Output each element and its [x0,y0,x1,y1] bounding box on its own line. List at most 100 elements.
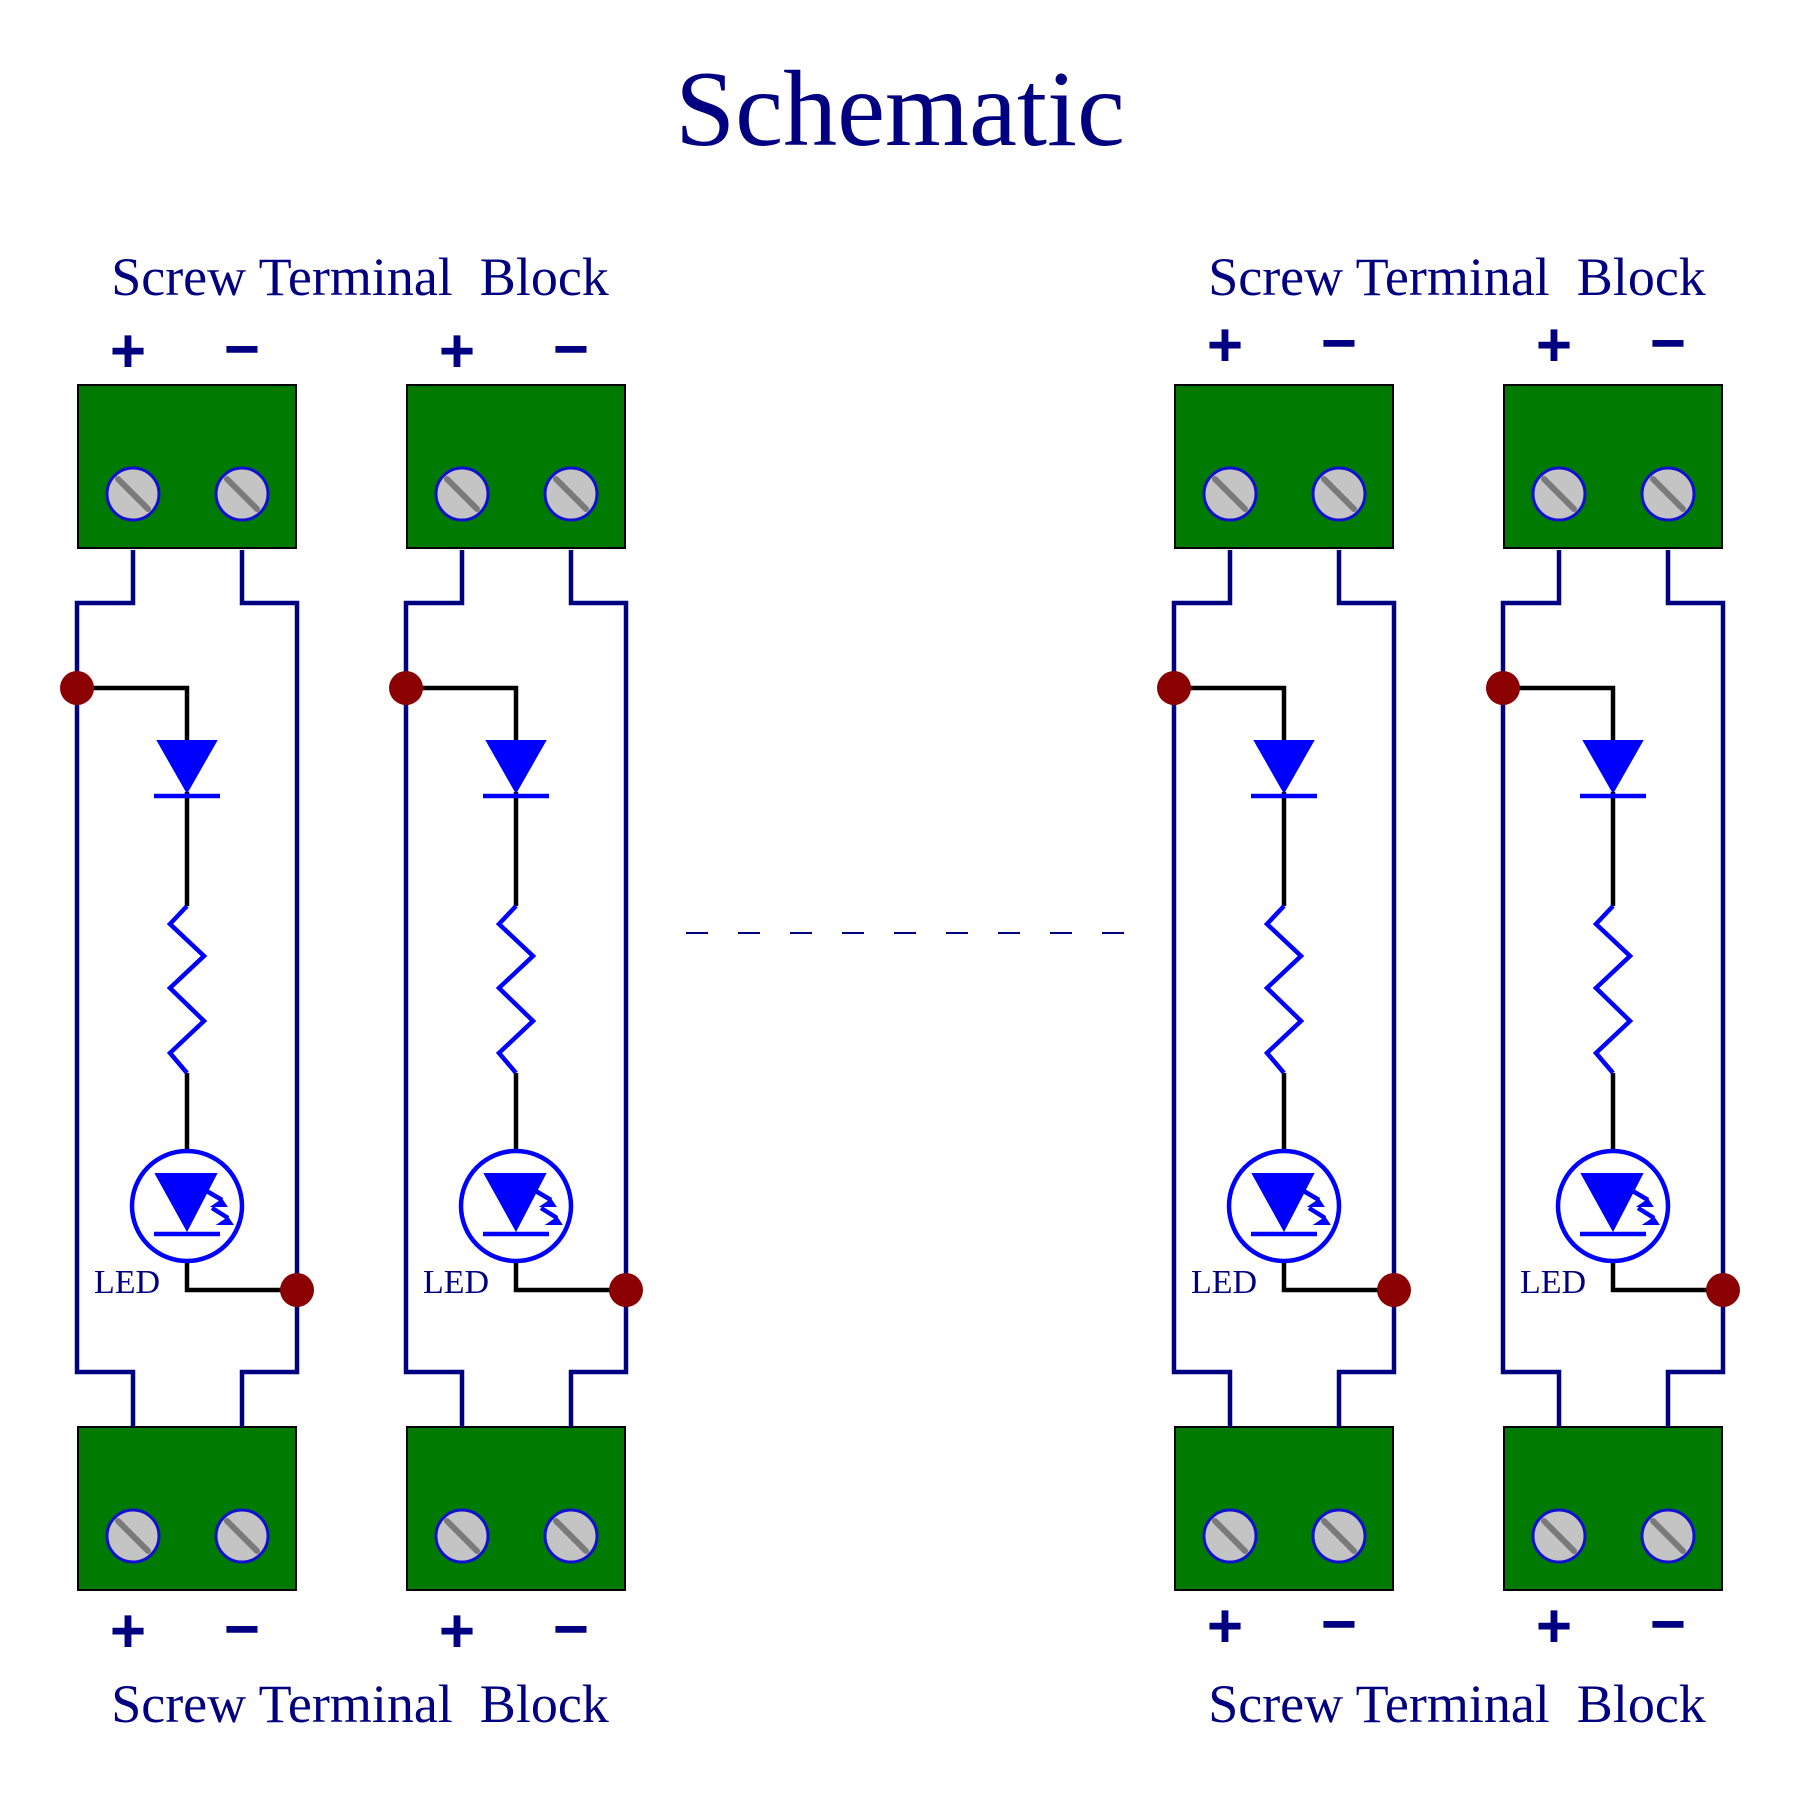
polarity-plus-top: + [110,317,146,386]
diode-icon [1253,740,1315,795]
led-arrow-head-2 [1312,1216,1331,1225]
positive-rail [403,550,465,1427]
polarity-plus-top: + [439,317,475,386]
circuit-units: +−+−LED+−+−LED+−+−LED+−+−LED [60,309,1740,1666]
screw-minus-bottom-slot [224,1518,260,1554]
polarity-plus-bottom: + [1207,1592,1243,1661]
screw-terminal-block-bottom [1174,1426,1394,1591]
led-arrow-1 [532,1188,553,1202]
led-arrow-2 [539,1206,559,1220]
diode-icon [485,740,547,795]
negative-rail [239,550,300,1427]
led-triangle [483,1173,547,1233]
branch-wire-top [406,685,519,741]
branch-wire-top [1174,685,1287,741]
label-top-right: Screw Terminal Block [1208,247,1706,307]
screw-minus-top-slot [1321,476,1357,512]
polarity-plus-top: + [1536,311,1572,380]
junction-dot-negative [609,1273,643,1307]
led-label: LED [423,1264,489,1301]
branch-wire-bottom [1281,1260,1394,1293]
screw-plus-top-slot [444,476,480,512]
branch-wire-bottom [513,1260,626,1293]
resistor-icon [1592,904,1634,1075]
screw-minus-top-slot [1650,476,1686,512]
branch-wire-bottom [184,1260,297,1293]
screw-plus-bottom-slot [1212,1518,1248,1554]
led-label: LED [94,1264,160,1301]
negative-rail [1336,550,1397,1427]
led-label: LED [1191,1264,1257,1301]
screw-minus-bottom-slot [1321,1518,1357,1554]
negative-rail [568,550,629,1427]
led-arrow-1 [203,1188,224,1202]
negative-rail [1665,550,1726,1427]
led-triangle [1580,1173,1644,1233]
resistor-icon [1263,904,1305,1075]
screw-plus-bottom-slot [444,1518,480,1554]
led-arrow-head-1 [1635,1198,1654,1207]
diode-icon [1582,740,1644,795]
polarity-minus-top: − [1650,309,1686,378]
screw-plus-top-slot [115,476,151,512]
branch-wire-bottom [1610,1260,1723,1293]
polarity-plus-bottom: + [110,1597,146,1666]
junction-dot-negative [280,1273,314,1307]
circuit-unit-3: +−+−LED [1157,309,1411,1661]
polarity-minus-bottom: − [1321,1590,1357,1659]
branch-wire-top [77,685,190,741]
led-arrow-2 [1636,1206,1656,1220]
led-arrow-head-1 [538,1198,557,1207]
screw-terminal-block-bottom [1503,1426,1723,1591]
resistor-icon [495,904,537,1075]
label-bottom-left: Screw Terminal Block [111,1674,609,1734]
screw-terminal-block-top [1503,384,1723,549]
page-title: Schematic [675,50,1125,169]
junction-dot-positive [1486,671,1520,705]
junction-dot-negative [1706,1273,1740,1307]
junction-dot-positive [60,671,94,705]
polarity-plus-bottom: + [1536,1592,1572,1661]
positive-rail [74,550,136,1427]
circuit-unit-1: +−+−LED [60,315,314,1666]
led-arrow-head-2 [215,1216,234,1225]
screw-plus-top-slot [1212,476,1248,512]
led-triangle [154,1173,218,1233]
screw-terminal-block-top [406,384,626,549]
screw-terminal-block-bottom [77,1426,297,1591]
led-icon [458,1148,574,1264]
led-arrow-head-2 [1641,1216,1660,1225]
screw-minus-top-slot [553,476,589,512]
led-arrow-head-1 [1306,1198,1325,1207]
screw-terminal-block-bottom [406,1426,626,1591]
positive-rail [1171,550,1233,1427]
led-triangle [1251,1173,1315,1233]
polarity-minus-bottom: − [553,1595,589,1664]
polarity-plus-bottom: + [439,1597,475,1666]
screw-minus-top-slot [224,476,260,512]
screw-plus-bottom-slot [1541,1518,1577,1554]
screw-plus-top-slot [1541,476,1577,512]
circuit-unit-2: + − + − LED [389,315,643,1666]
led-arrow-2 [1307,1206,1327,1220]
screw-minus-bottom-slot [1650,1518,1686,1554]
polarity-minus-top: − [224,315,260,384]
led-arrow-head-1 [209,1198,228,1207]
diode-icon [156,740,218,795]
junction-dot-positive [389,671,423,705]
screw-minus-bottom-slot [553,1518,589,1554]
polarity-minus-top: − [553,315,589,384]
led-icon [1226,1148,1342,1264]
polarity-plus-top: + [1207,311,1243,380]
resistor-icon [166,904,208,1075]
label-top-left: Screw Terminal Block [111,247,609,307]
led-icon [129,1148,245,1264]
branch-wire-top [1503,685,1616,741]
led-arrow-1 [1629,1188,1650,1202]
positive-rail [1500,550,1562,1427]
screw-terminal-block-top [1174,384,1394,549]
led-icon [1555,1148,1671,1264]
circuit-unit-4: +−+−LED [1486,309,1740,1661]
label-bottom-right: Screw Terminal Block [1208,1674,1706,1734]
